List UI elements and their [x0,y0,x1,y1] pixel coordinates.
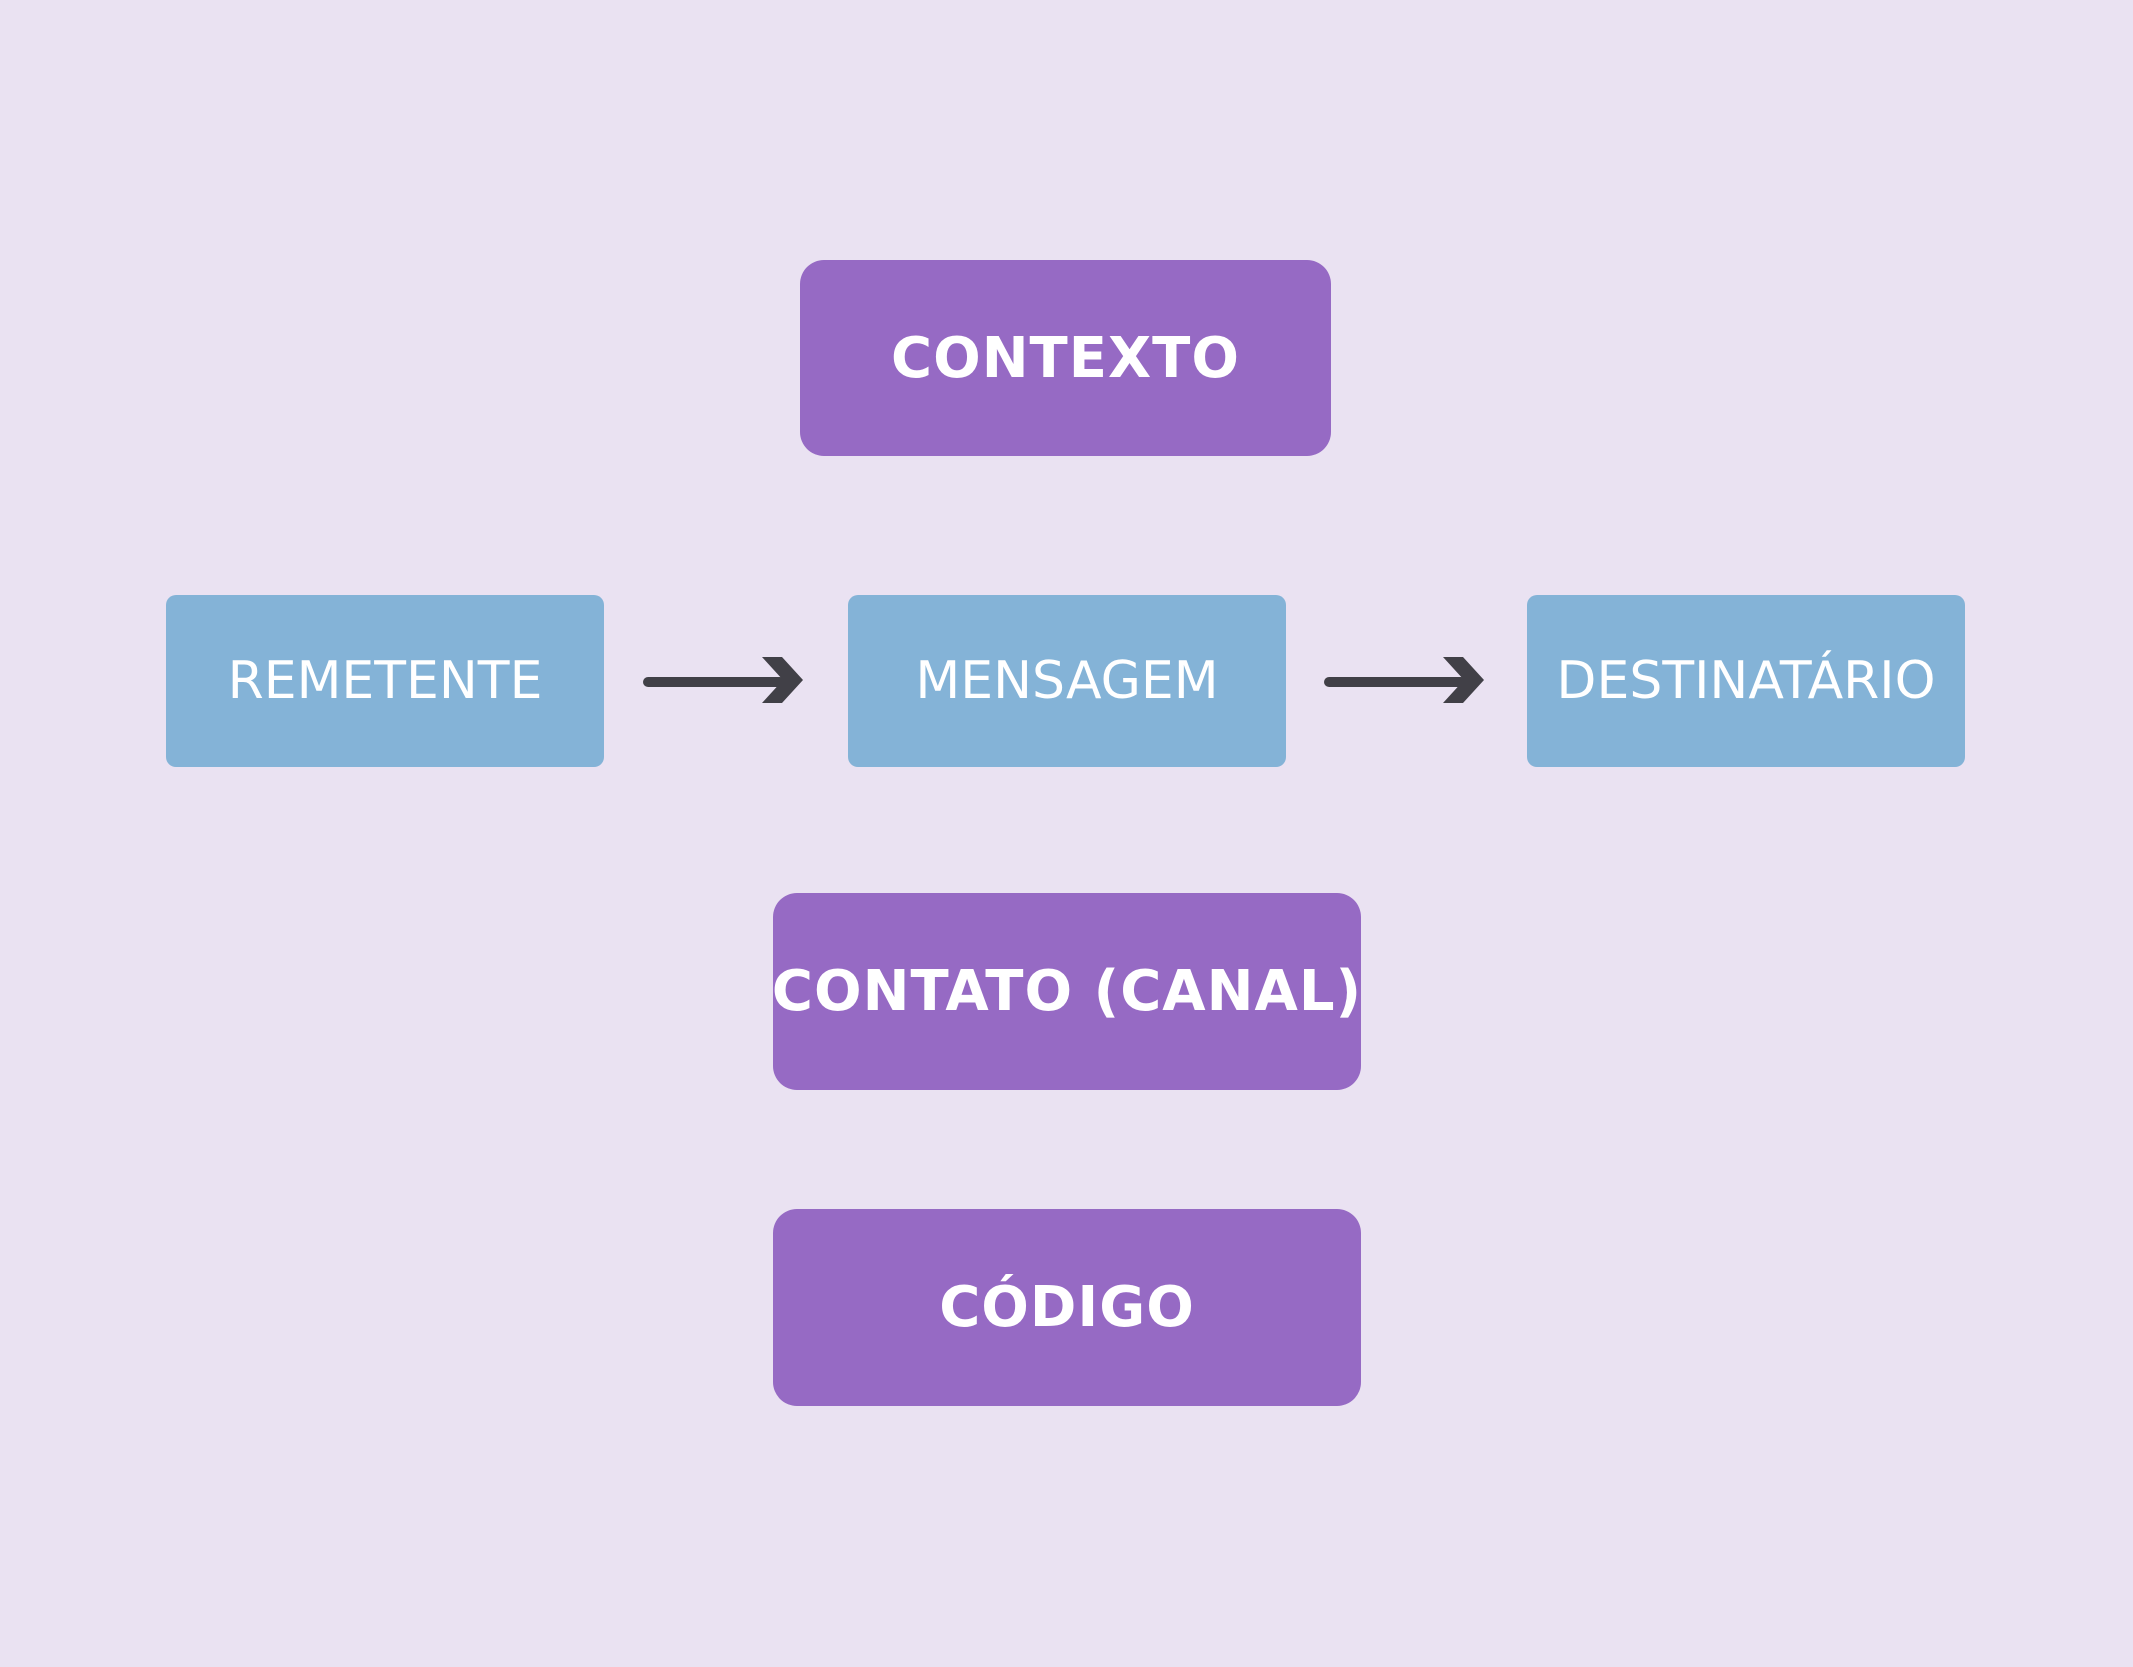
contato-canal-box: CONTATO (CANAL) [771,893,1363,1090]
contexto-label: CONTEXTO [890,325,1240,391]
arrow-right-icon [1324,657,1484,703]
contexto-box: CONTEXTO [800,260,1331,456]
mensagem-box: MENSAGEM [848,595,1286,767]
arrow-right-icon [643,657,803,703]
codigo-box: CÓDIGO [773,1209,1361,1406]
destinatario-label: DESTINATÁRIO [1556,651,1936,711]
contato-canal-label: CONTATO (CANAL) [771,959,1363,1024]
mensagem-label: MENSAGEM [915,651,1219,711]
remetente-label: REMETENTE [227,651,543,711]
remetente-box: REMETENTE [166,595,604,767]
codigo-label: CÓDIGO [939,1275,1195,1340]
destinatario-box: DESTINATÁRIO [1527,595,1965,767]
